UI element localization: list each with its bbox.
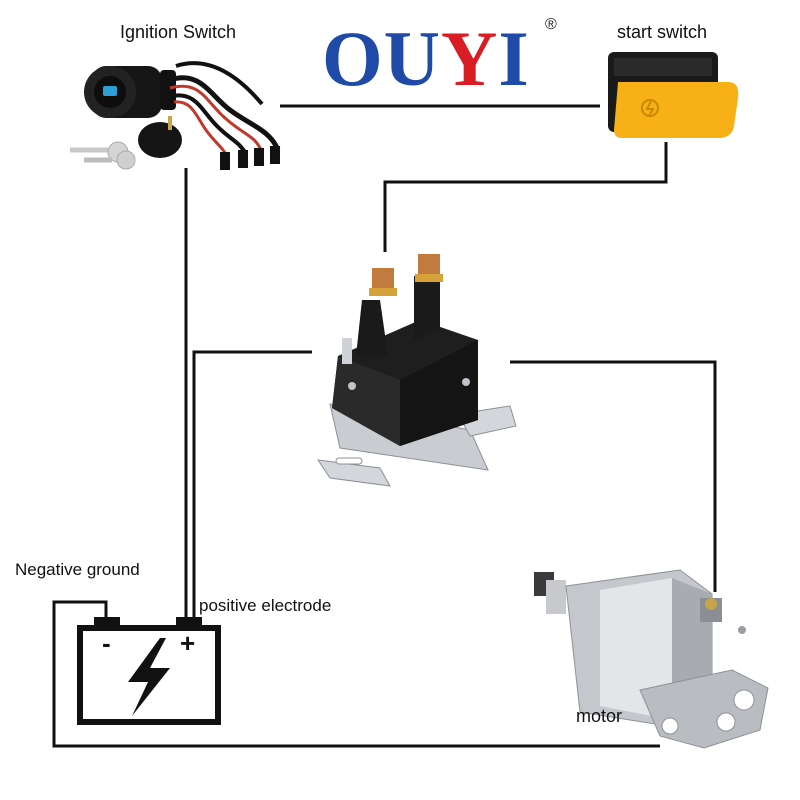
wire-start-to-solenoid bbox=[383, 142, 668, 252]
battery-plus-symbol: + bbox=[180, 628, 196, 658]
logo-text-part3: I bbox=[498, 15, 530, 102]
battery bbox=[77, 617, 221, 725]
label-ignition-switch: Ignition Switch bbox=[120, 22, 237, 42]
wire-solenoid-to-motor bbox=[510, 360, 717, 592]
registered-mark: ® bbox=[545, 16, 557, 33]
label-positive-electrode: positive electrode bbox=[199, 596, 332, 615]
wires bbox=[52, 104, 717, 748]
wire-solenoid-to-battery bbox=[192, 350, 312, 620]
starter-motor bbox=[534, 569, 769, 749]
logo-text-part1: OU bbox=[322, 15, 441, 102]
logo-text-part2: Y bbox=[441, 15, 499, 102]
label-negative-ground: Negative ground bbox=[15, 560, 140, 579]
ouyi-logo: OUYI bbox=[322, 20, 530, 98]
solenoid-relay bbox=[316, 254, 517, 487]
label-motor: motor bbox=[576, 706, 623, 726]
label-start-switch: start switch bbox=[617, 22, 708, 42]
battery-minus-symbol: - bbox=[102, 628, 111, 658]
wire-negative-ground bbox=[52, 600, 660, 748]
start-switch bbox=[608, 52, 739, 138]
ignition-switch bbox=[70, 61, 281, 170]
